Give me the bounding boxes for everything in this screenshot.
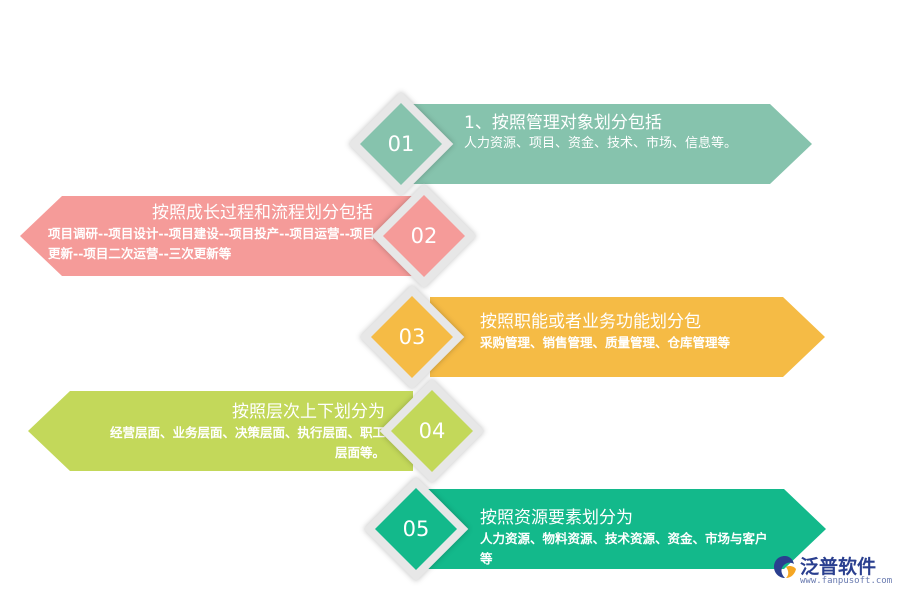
step-05-title: 按照资源要素划分为 [480,508,633,528]
step-02-number: 02 [410,224,438,248]
step-04-desc: 经营层面、业务层面、决策层面、执行层面、职工层面等。 [109,425,385,460]
step-02-diamond: 02 [369,181,479,291]
logo-name: 泛普软件 [800,556,877,578]
step-04-number: 04 [418,419,446,443]
step-03-number: 03 [398,325,426,349]
step-05-arrow: 按照资源要素划分为 人力资源、物料资源、技术资源、资金、市场与客户等 [428,489,826,569]
step-01-number: 01 [387,132,415,156]
step-01-diamond: 01 [346,89,456,199]
step-04-title: 按照层次上下划分为 [232,402,385,422]
step-03-diamond: 03 [357,282,467,392]
step-05-desc: 人力资源、物料资源、技术资源、资金、市场与客户等 [480,531,768,566]
step-02-desc: 项目调研--项目设计--项目建设--项目投产--项目运营--项目更新--项目二次… [48,226,375,261]
step-04-diamond: 04 [377,376,487,486]
step-01-desc: 人力资源、项目、资金、技术、市场、信息等。 [464,136,738,151]
step-03-arrow: 按照职能或者业务功能划分包 采购管理、销售管理、质量管理、仓库管理等 [430,297,825,377]
step-05-diamond: 05 [361,474,471,584]
step-05-number: 05 [402,517,430,541]
step-02-arrow: 按照成长过程和流程划分包括 项目调研--项目设计--项目建设--项目投产--项目… [20,196,430,276]
fanpu-logo-icon [774,556,796,578]
step-03-title: 按照职能或者业务功能划分包 [480,312,701,332]
logo-url: www.fanpusoft.com [800,576,893,586]
step-01-arrow: 1、按照管理对象划分包括 人力资源、项目、资金、技术、市场、信息等。 [412,104,812,184]
step-03-desc: 采购管理、销售管理、质量管理、仓库管理等 [480,335,731,350]
step-04-arrow: 按照层次上下划分为 经营层面、业务层面、决策层面、执行层面、职工层面等。 [28,391,413,471]
step-02-title: 按照成长过程和流程划分包括 [152,203,373,223]
step-01-title: 1、按照管理对象划分包括 [464,113,662,133]
